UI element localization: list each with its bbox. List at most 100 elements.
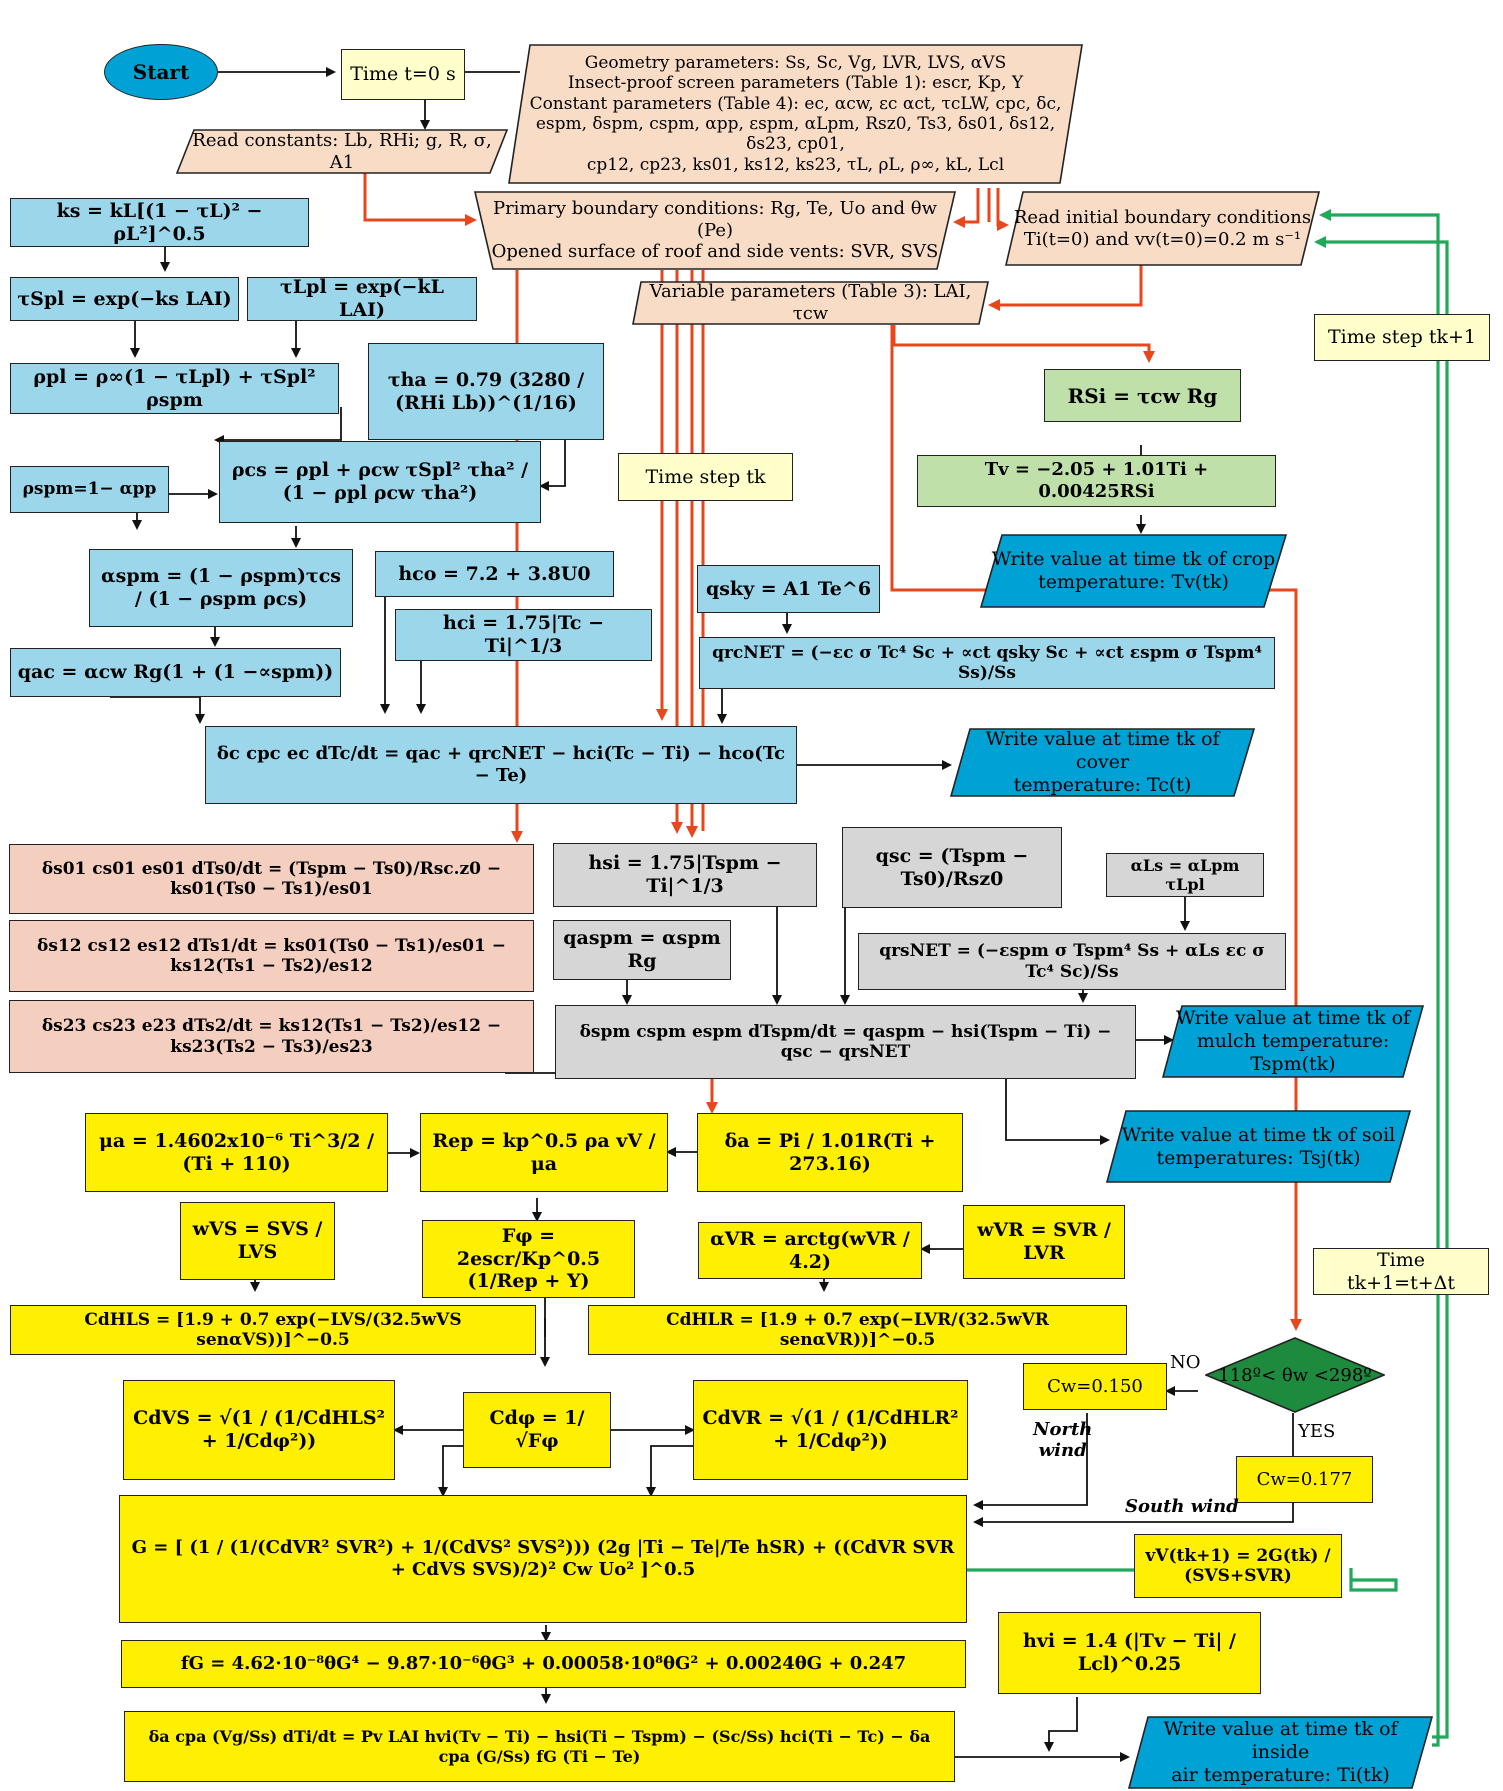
tau-lpl-label: τLpl = exp(−kL LAI) <box>280 277 444 321</box>
geometry-params-label: Geometry parameters: Ss, Sc, Vg, LVR, LV… <box>529 52 1062 175</box>
delta-a-box: δa = Pi / 1.01R(Ti + 273.16) <box>697 1113 963 1192</box>
f-g-box: fG = 4.62·10⁻⁸θG⁴ − 9.87·10⁻⁶θG³ + 0.000… <box>121 1640 966 1688</box>
c-dphi-label: Cdφ = 1/√Fφ <box>489 1407 585 1452</box>
tau-lpl-box: τLpl = exp(−kL LAI) <box>247 277 477 321</box>
h-co-box: hco = 7.2 + 3.8U0 <box>375 551 614 597</box>
q-sc-box: qsc = (Tspm − Ts0)/Rsz0 <box>842 827 1062 908</box>
alpha-ls-box: αLs = αLpm τLpl <box>1106 853 1264 897</box>
c-w-150-box: Cw=0.150 <box>1023 1363 1167 1410</box>
q-sky-box: qsky = A1 Te^6 <box>697 565 880 613</box>
time-step-dt-label: Time tk+1=t+Δt <box>1347 1248 1455 1294</box>
read-initial-box: Read initial boundary conditions Ti(t=0)… <box>1005 191 1320 266</box>
air-eq-label: δa cpa (Vg/Ss) dTi/dt = Pv LAI hvi(Tv − … <box>148 1727 931 1766</box>
f-g-label: fG = 4.62·10⁻⁸θG⁴ − 9.87·10⁻⁶θG³ + 0.000… <box>180 1653 907 1675</box>
w-vs-box: wVS = SVS / LVS <box>180 1202 335 1280</box>
h-vi-label: hvi = 1.4 (|Tv − Ti| / Lcl)^0.25 <box>1023 1630 1236 1675</box>
q-sc-label: qsc = (Tspm − Ts0)/Rsz0 <box>875 844 1029 890</box>
tv-label: Tv = −2.05 + 1.01Ti + 0.00425RSi <box>984 459 1209 502</box>
h-si-label: hsi = 1.75|Tspm − Ti|^1/3 <box>588 852 782 897</box>
yes-label: YES <box>1298 1421 1336 1442</box>
variable-params-box: Variable parameters (Table 3): LAI, τcw <box>632 281 989 325</box>
q-rsnet-box: qrsNET = (−εspm σ Tspm⁴ Ss + αLs εc σ Tc… <box>858 933 1286 990</box>
r-si-label: RSi = τcw Rg <box>1067 383 1218 408</box>
south-wind-label: South wind <box>1125 1496 1239 1517</box>
tau-spl-label: τSpl = exp(−ks LAI) <box>17 287 232 310</box>
parallelogram-shape <box>632 281 989 325</box>
wind-direction-decision: 118º< θw <298º <box>1203 1337 1387 1413</box>
time-step-k1-box: Time step tk+1 <box>1314 314 1490 361</box>
write-cover-label: Write value at time tk of cover temperat… <box>985 728 1220 796</box>
q-aspm-label: qaspm = αspm Rg <box>563 927 721 972</box>
f-phi-box: Fφ = 2escr/Kp^0.5 (1/Rep + Y) <box>422 1220 635 1298</box>
diamond-shape <box>1203 1337 1387 1413</box>
c-w-177-box: Cw=0.177 <box>1236 1456 1373 1503</box>
parallelogram-shape <box>176 129 508 174</box>
write-air-box: Write value at time tk of inside air tem… <box>1128 1716 1433 1789</box>
w-vr-box: wVR = SVR / LVR <box>963 1205 1125 1279</box>
w-vr-label: wVR = SVR / LVR <box>977 1219 1111 1264</box>
c-dvr-label: CdVR = √(1 / (1/CdHLR² + 1/Cdφ²)) <box>702 1407 959 1452</box>
read-initial-label: Read initial boundary conditions Ti(t=0)… <box>1013 206 1312 250</box>
r-si-box: RSi = τcw Rg <box>1044 369 1241 422</box>
rho-pl-box: ρpl = ρ∞(1 − τLpl) + τSpl² ρspm <box>10 363 339 414</box>
soil-2-label: δs23 cs23 e23 dTs2/dt = ks12(Ts1 − Ts2)/… <box>41 1016 502 1057</box>
start-label: Start <box>132 60 190 84</box>
air-eq-box: δa cpa (Vg/Ss) dTi/dt = Pv LAI hvi(Tv − … <box>124 1711 955 1782</box>
mulch-eq-box: δspm cspm espm dTspm/dt = qaspm − hsi(Ts… <box>555 1005 1136 1079</box>
write-cover-box: Write value at time tk of cover temperat… <box>950 728 1255 797</box>
c-dvs-box: CdVS = √(1 / (1/CdHLS² + 1/Cdφ²)) <box>123 1380 395 1480</box>
write-soil-label: Write value at time tk of soil temperatu… <box>1121 1123 1396 1169</box>
h-si-box: hsi = 1.75|Tspm − Ti|^1/3 <box>553 843 817 907</box>
time-zero-label: Time t=0 s <box>350 63 456 86</box>
c-w-150-label: Cw=0.150 <box>1047 1375 1143 1397</box>
mulch-eq-label: δspm cspm espm dTspm/dt = qaspm − hsi(Ts… <box>579 1021 1112 1062</box>
parallelogram-shape <box>980 534 1287 608</box>
q-rcnet-box: qrcNET = (−εc σ Tc⁴ Sc + ∝ct qsky Sc + ∝… <box>699 637 1275 689</box>
tau-ha-box: τha = 0.79 (3280 / (RHi Lb))^(1/16) <box>368 343 604 440</box>
ks-box: ks = kL[(1 − τL)² − ρL²]^0.5 <box>10 198 309 247</box>
parallelogram-shape <box>1162 1005 1424 1078</box>
parallelogram-shape <box>1106 1110 1411 1183</box>
h-ci-label: hci = 1.75|Tc − Ti|^1/3 <box>443 612 604 657</box>
tau-spl-box: τSpl = exp(−ks LAI) <box>10 277 239 321</box>
c-dhls-label: CdHLS = [1.9 + 0.7 exp(−LVS/(32.5wVS sen… <box>84 1309 462 1350</box>
h-vi-box: hvi = 1.4 (|Tv − Ti| / Lcl)^0.25 <box>998 1612 1261 1694</box>
parallelogram-shape <box>508 44 1083 184</box>
q-aspm-box: qaspm = αspm Rg <box>553 920 731 980</box>
write-crop-box: Write value at time tk of crop temperatu… <box>980 534 1287 608</box>
parallelogram-shape <box>950 728 1255 797</box>
time-step-dt-box: Time tk+1=t+Δt <box>1313 1248 1489 1295</box>
write-soil-box: Write value at time tk of soil temperatu… <box>1106 1110 1411 1183</box>
rho-cs-label: ρcs = ρpl + ρcw τSpl² τha² / (1 − ρpl ρc… <box>231 459 529 504</box>
alpha-spm-label: αspm = (1 − ρspm)τcs / (1 − ρspm ρcs) <box>101 565 341 610</box>
q-sky-label: qsky = A1 Te^6 <box>705 577 872 600</box>
c-dhlr-box: CdHLR = [1.9 + 0.7 exp(−LVR/(32.5wVR sen… <box>588 1305 1127 1355</box>
read-constants-label: Read constants: Lb, RHi; g, R, σ, A1 <box>192 129 492 173</box>
parallelogram-shape <box>1128 1716 1433 1789</box>
north-wind-label: North wind <box>1033 1419 1093 1461</box>
delta-a-label: δa = Pi / 1.01R(Ti + 273.16) <box>724 1129 936 1175</box>
mu-a-label: μa = 1.4602x10⁻⁶ Ti^3/2 / (Ti + 110) <box>98 1129 375 1175</box>
primary-bc-label: Primary boundary conditions: Rg, Te, Uo … <box>491 198 939 263</box>
c-dphi-box: Cdφ = 1/√Fφ <box>463 1392 611 1468</box>
soil-1-box: δs12 cs12 es12 dTs1/dt = ks01(Ts0 − Ts1)… <box>9 920 534 992</box>
cover-eq-label: δc cpc ec dTc/dt = qac + qrcNET − hci(Tc… <box>216 743 786 786</box>
g-eq-box: G = [ (1 / (1/(CdVR² SVR²) + 1/(CdVS² SV… <box>119 1495 967 1623</box>
q-ac-label: qac = αcw Rg(1 + (1 −∝spm)) <box>17 661 334 684</box>
c-dhls-box: CdHLS = [1.9 + 0.7 exp(−LVS/(32.5wVS sen… <box>10 1305 536 1355</box>
q-rsnet-label: qrsNET = (−εspm σ Tspm⁴ Ss + αLs εc σ Tc… <box>879 941 1265 982</box>
v-v-label: vV(tk+1) = 2G(tk) / (SVS+SVR) <box>1145 1545 1331 1586</box>
time-step-k-box: Time step tk <box>618 453 793 501</box>
cover-eq-box: δc cpc ec dTc/dt = qac + qrcNET − hci(Tc… <box>205 726 797 804</box>
h-ci-box: hci = 1.75|Tc − Ti|^1/3 <box>395 609 652 661</box>
alpha-ls-label: αLs = αLpm τLpl <box>1130 855 1240 894</box>
mu-a-box: μa = 1.4602x10⁻⁶ Ti^3/2 / (Ti + 110) <box>85 1113 388 1192</box>
re-p-box: Rep = kp^0.5 ρa vV / μa <box>420 1113 668 1192</box>
soil-2-box: δs23 cs23 e23 dTs2/dt = ks12(Ts1 − Ts2)/… <box>9 1000 534 1073</box>
alpha-vr-label: αVR = arctg(wVR / 4.2) <box>710 1227 910 1273</box>
c-dhlr-label: CdHLR = [1.9 + 0.7 exp(−LVR/(32.5wVR sen… <box>666 1309 1049 1350</box>
ks-label: ks = kL[(1 − τL)² − ρL²]^0.5 <box>56 199 263 245</box>
f-phi-label: Fφ = 2escr/Kp^0.5 (1/Rep + Y) <box>456 1224 601 1293</box>
rho-pl-label: ρpl = ρ∞(1 − τLpl) + τSpl² ρspm <box>33 365 316 411</box>
q-rcnet-label: qrcNET = (−εc σ Tc⁴ Sc + ∝ct qsky Sc + ∝… <box>712 642 1262 683</box>
